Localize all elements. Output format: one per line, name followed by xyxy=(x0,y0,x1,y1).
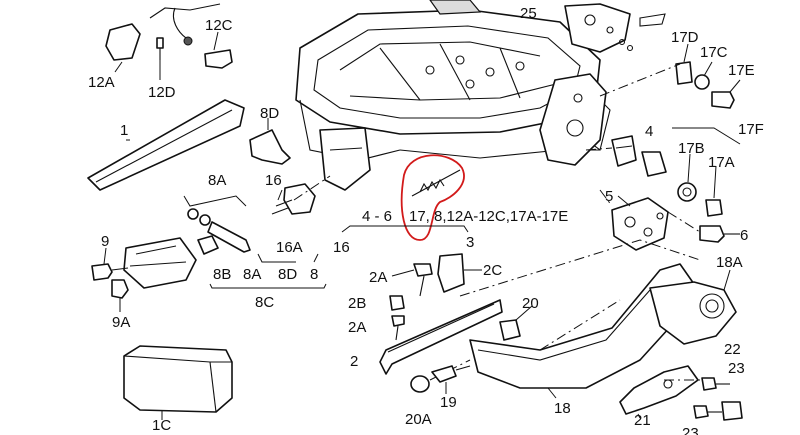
label-8D-top: 8D xyxy=(260,105,279,122)
label-8: 8 xyxy=(310,266,318,283)
lower-trim-strip xyxy=(379,299,503,375)
label-20: 20 xyxy=(522,295,539,312)
red-highlight-circle xyxy=(400,154,465,241)
label-23: 23 xyxy=(728,360,745,377)
label-8B: 8B xyxy=(213,266,231,283)
dashed-reference-lines xyxy=(293,63,701,381)
cap-and-screw xyxy=(410,365,471,394)
screws-and-clip xyxy=(389,253,482,341)
label-18A: 18A xyxy=(716,254,743,271)
label-19: 19 xyxy=(440,394,457,411)
label-22: 22 xyxy=(724,341,741,358)
label-3: 3 xyxy=(466,234,474,251)
label-16-top: 16 xyxy=(265,172,282,189)
label-17B: 17B xyxy=(678,140,705,157)
label-6: 6 xyxy=(740,227,748,244)
label-2B: 2B xyxy=(348,295,366,312)
release-cable-parts xyxy=(105,3,233,80)
label-4: 4 xyxy=(645,123,653,140)
switch-clip-and-motor xyxy=(249,118,371,215)
mounting-plate xyxy=(611,195,740,251)
label-9A: 9A xyxy=(112,314,130,331)
right-hardware-group xyxy=(611,43,741,217)
label-21: 21 xyxy=(634,412,651,429)
label-25: 25 xyxy=(520,5,537,22)
label-1: 1 xyxy=(120,122,128,139)
label-brackets xyxy=(209,225,469,289)
label-12D: 12D xyxy=(148,84,176,101)
label-2C: 2C xyxy=(483,262,502,279)
label-17C: 17C xyxy=(700,44,728,61)
bracket-fasteners xyxy=(91,195,251,312)
label-20A: 20A xyxy=(405,411,432,428)
label-9: 9 xyxy=(101,233,109,250)
label-12C: 12C xyxy=(205,17,233,34)
label-17E: 17E xyxy=(728,62,755,79)
trim-strip xyxy=(87,99,245,191)
label-17F: 17F xyxy=(738,121,764,138)
label-8D-bottom: 8D xyxy=(278,266,297,283)
label-range: 17, 8,12A-12C,17A-17E xyxy=(409,208,568,225)
part-labels: 25 12C 12A 12D 17D 17C 17E 1 8D 4 17F 17… xyxy=(88,5,764,435)
label-16-bottom: 16 xyxy=(333,239,350,256)
label-17A: 17A xyxy=(708,154,735,171)
label-8C: 8C xyxy=(255,294,274,311)
end-cover xyxy=(123,345,233,420)
label-18: 18 xyxy=(554,400,571,417)
side-trim-panel xyxy=(469,263,737,399)
label-16A: 16A xyxy=(276,239,303,256)
label-17D: 17D xyxy=(671,29,699,46)
label-2: 2 xyxy=(350,353,358,370)
label-5: 5 xyxy=(605,188,613,205)
label-8A-top: 8A xyxy=(208,172,226,189)
side-bracket-assembly xyxy=(539,3,666,166)
label-23-bottom: 23 xyxy=(682,425,699,435)
label-12A: 12A xyxy=(88,74,115,91)
highlighted-spring xyxy=(400,154,465,241)
label-2A-bottom: 2A xyxy=(348,319,366,336)
label-2A-top: 2A xyxy=(369,269,387,286)
label-4-6: 4 - 6 xyxy=(362,208,392,225)
label-1C: 1C xyxy=(152,417,171,434)
label-8A-bottom: 8A xyxy=(243,266,261,283)
retaining-clip xyxy=(499,305,533,341)
